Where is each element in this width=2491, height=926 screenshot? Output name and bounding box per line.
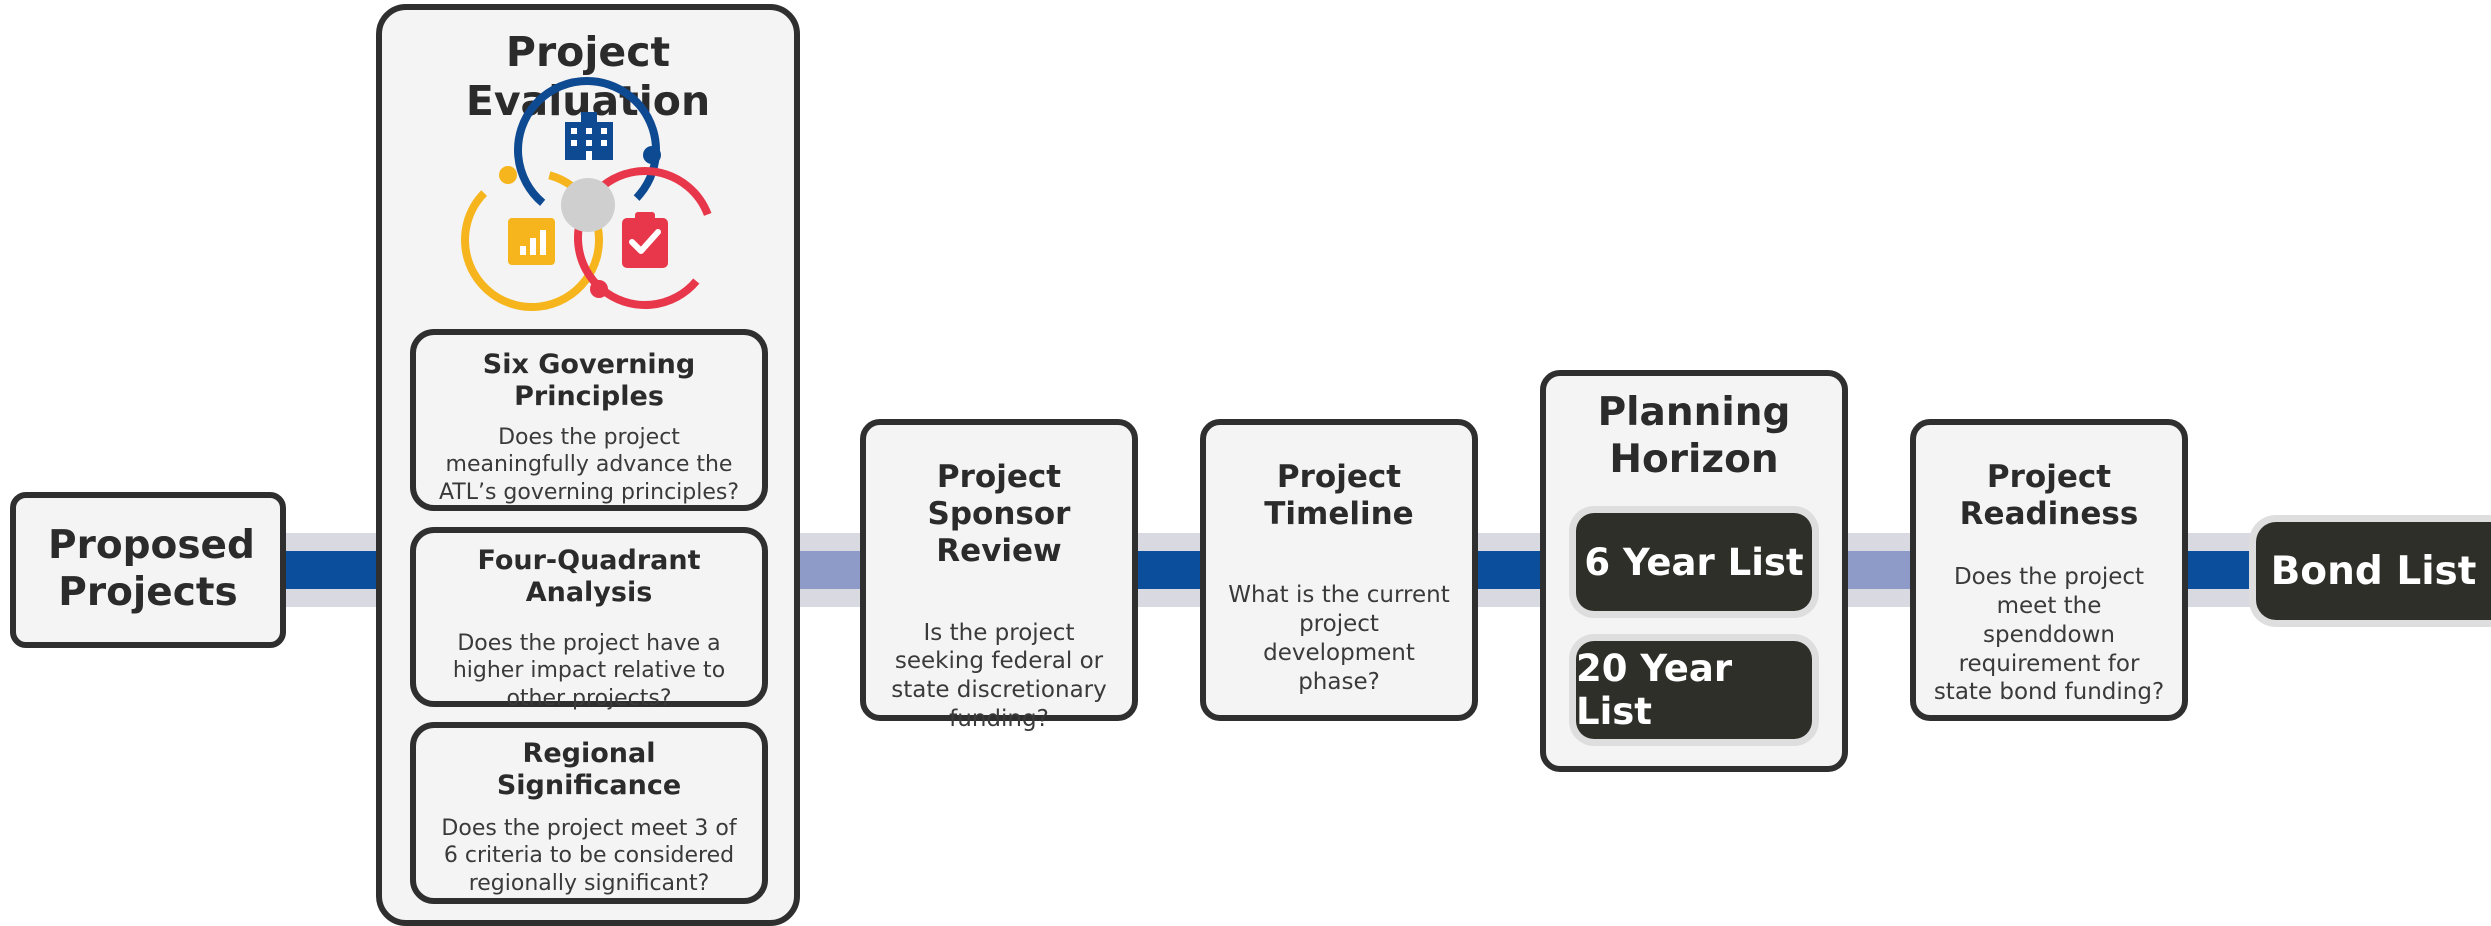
- readiness-box: Project Readiness Does the project meet …: [1910, 419, 2188, 721]
- timeline-box: Project Timeline What is the current pro…: [1200, 419, 1478, 721]
- criteria-card-regional-significance: Regional Significance Does the project m…: [410, 722, 768, 904]
- yellow-ring-dot: [499, 166, 517, 184]
- flow-band-segment: [280, 551, 380, 589]
- blue-ring-dot: [643, 146, 661, 164]
- proposed-projects-box: Proposed Projects: [10, 492, 286, 648]
- sponsor-review-box: Project Sponsor Review Is the project se…: [860, 419, 1138, 732]
- clipboard-check-icon: [622, 212, 668, 268]
- center-circle: [561, 178, 615, 232]
- timeline-title: Project Timeline: [1264, 459, 1414, 533]
- planning-horizon-title: Planning Horizon: [1597, 390, 1791, 482]
- timeline-question: What is the current project development …: [1228, 582, 1450, 695]
- sponsor-review-title: Project Sponsor Review: [927, 459, 1071, 570]
- red-ring-dot: [590, 280, 608, 298]
- proposed-projects-title: Proposed Projects: [48, 523, 255, 615]
- bond-list-box: Bond List: [2256, 522, 2491, 620]
- building-icon: [565, 112, 613, 160]
- sponsor-review-question: Is the project seeking federal or state …: [891, 619, 1107, 732]
- criteria-title: Six Governing Principles: [482, 349, 696, 413]
- criteria-question: Does the project meaningfully advance th…: [438, 424, 740, 505]
- criteria-question: Does the project meet 3 of 6 criteria to…: [441, 815, 737, 896]
- chart-icon: [508, 218, 555, 265]
- yellow-ring: [461, 169, 603, 311]
- criteria-title: Four-Quadrant Analysis: [477, 545, 701, 609]
- readiness-question: Does the project meet the spenddown requ…: [1933, 564, 2165, 706]
- criteria-card-four-quadrant: Four-Quadrant Analysis Does the project …: [410, 527, 768, 711]
- twenty-year-list-button: 20 Year List: [1576, 641, 1812, 739]
- criteria-title: Regional Significance: [496, 738, 682, 802]
- six-year-list-button: 6 Year List: [1576, 513, 1812, 611]
- evaluation-graphic: [461, 77, 717, 311]
- blue-ring: [514, 77, 660, 223]
- readiness-title: Project Readiness: [1959, 459, 2139, 533]
- criteria-question: Does the project have a higher impact re…: [452, 630, 726, 711]
- criteria-card-governing-principles: Six Governing Principles Does the projec…: [410, 329, 768, 511]
